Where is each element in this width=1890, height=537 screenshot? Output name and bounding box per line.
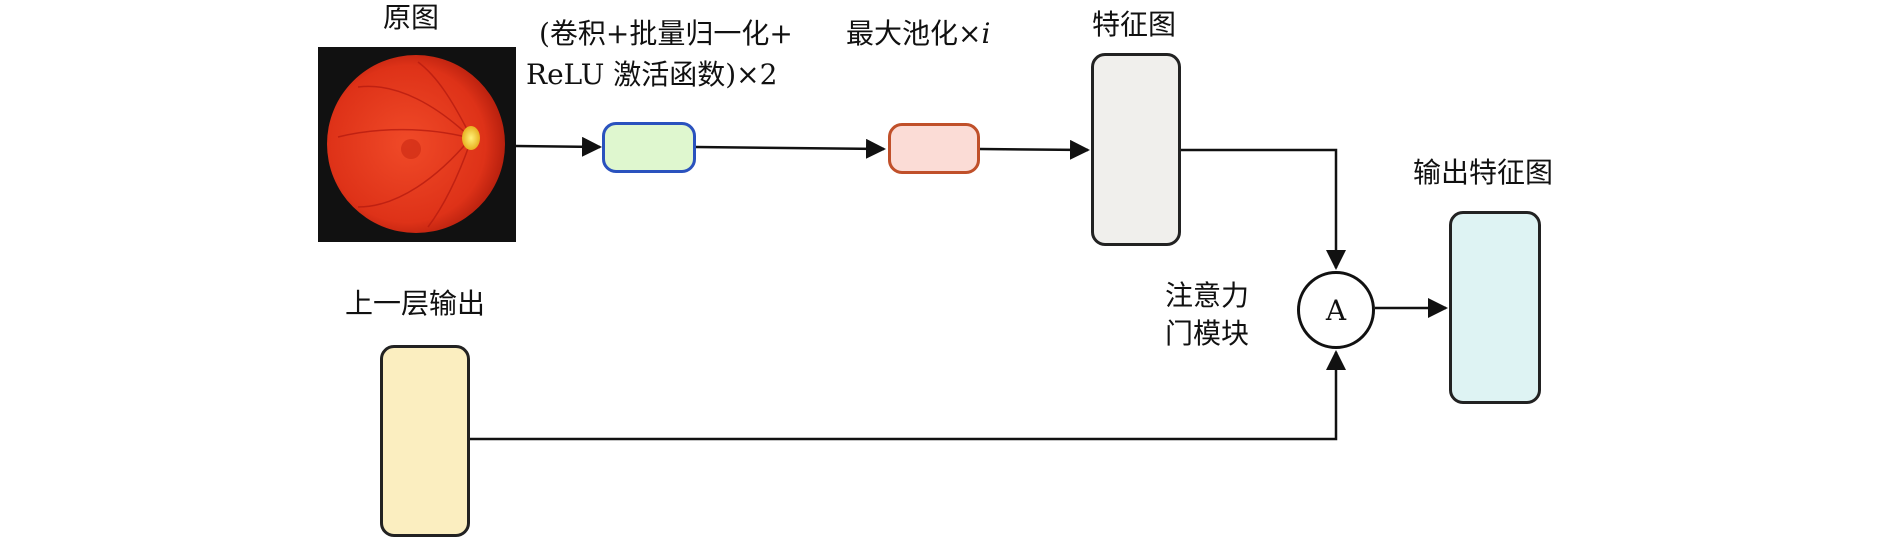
- feature-map-label: 特征图: [1092, 8, 1177, 41]
- max-pooling-block: [888, 123, 980, 174]
- attention-gate-label-line1: 注意力: [1165, 279, 1250, 312]
- max-pooling-label-var: i: [981, 17, 991, 50]
- max-pooling-label-text: 最大池化×: [846, 17, 982, 50]
- arrow-prev-to-attention: [470, 350, 1346, 441]
- conv-block-label-line2: ReLU 激活函数)×2: [526, 58, 778, 91]
- max-pooling-label: 最大池化×i: [846, 16, 990, 51]
- output-feature-map-block: [1449, 211, 1541, 404]
- arrow-conv-to-pool: [695, 138, 886, 159]
- attention-gate-node: A: [1297, 271, 1375, 349]
- prev-layer-output-label: 上一层输出: [345, 287, 486, 320]
- arrow-pool-to-feature: [979, 139, 1090, 160]
- feature-map-block: [1091, 53, 1181, 246]
- attention-gate-label-line2: 门模块: [1165, 317, 1250, 350]
- fundus-image: [318, 47, 516, 242]
- arrow-image-to-conv: [515, 136, 602, 157]
- prev-layer-output-block: [380, 345, 470, 537]
- output-feature-map-label: 输出特征图: [1413, 156, 1554, 189]
- original-image-label: 原图: [383, 1, 440, 34]
- conv-block-label-line1: (卷积+批量归一化+: [539, 17, 793, 50]
- conv-block: [602, 122, 696, 173]
- arrow-feature-to-attention: [1181, 148, 1346, 270]
